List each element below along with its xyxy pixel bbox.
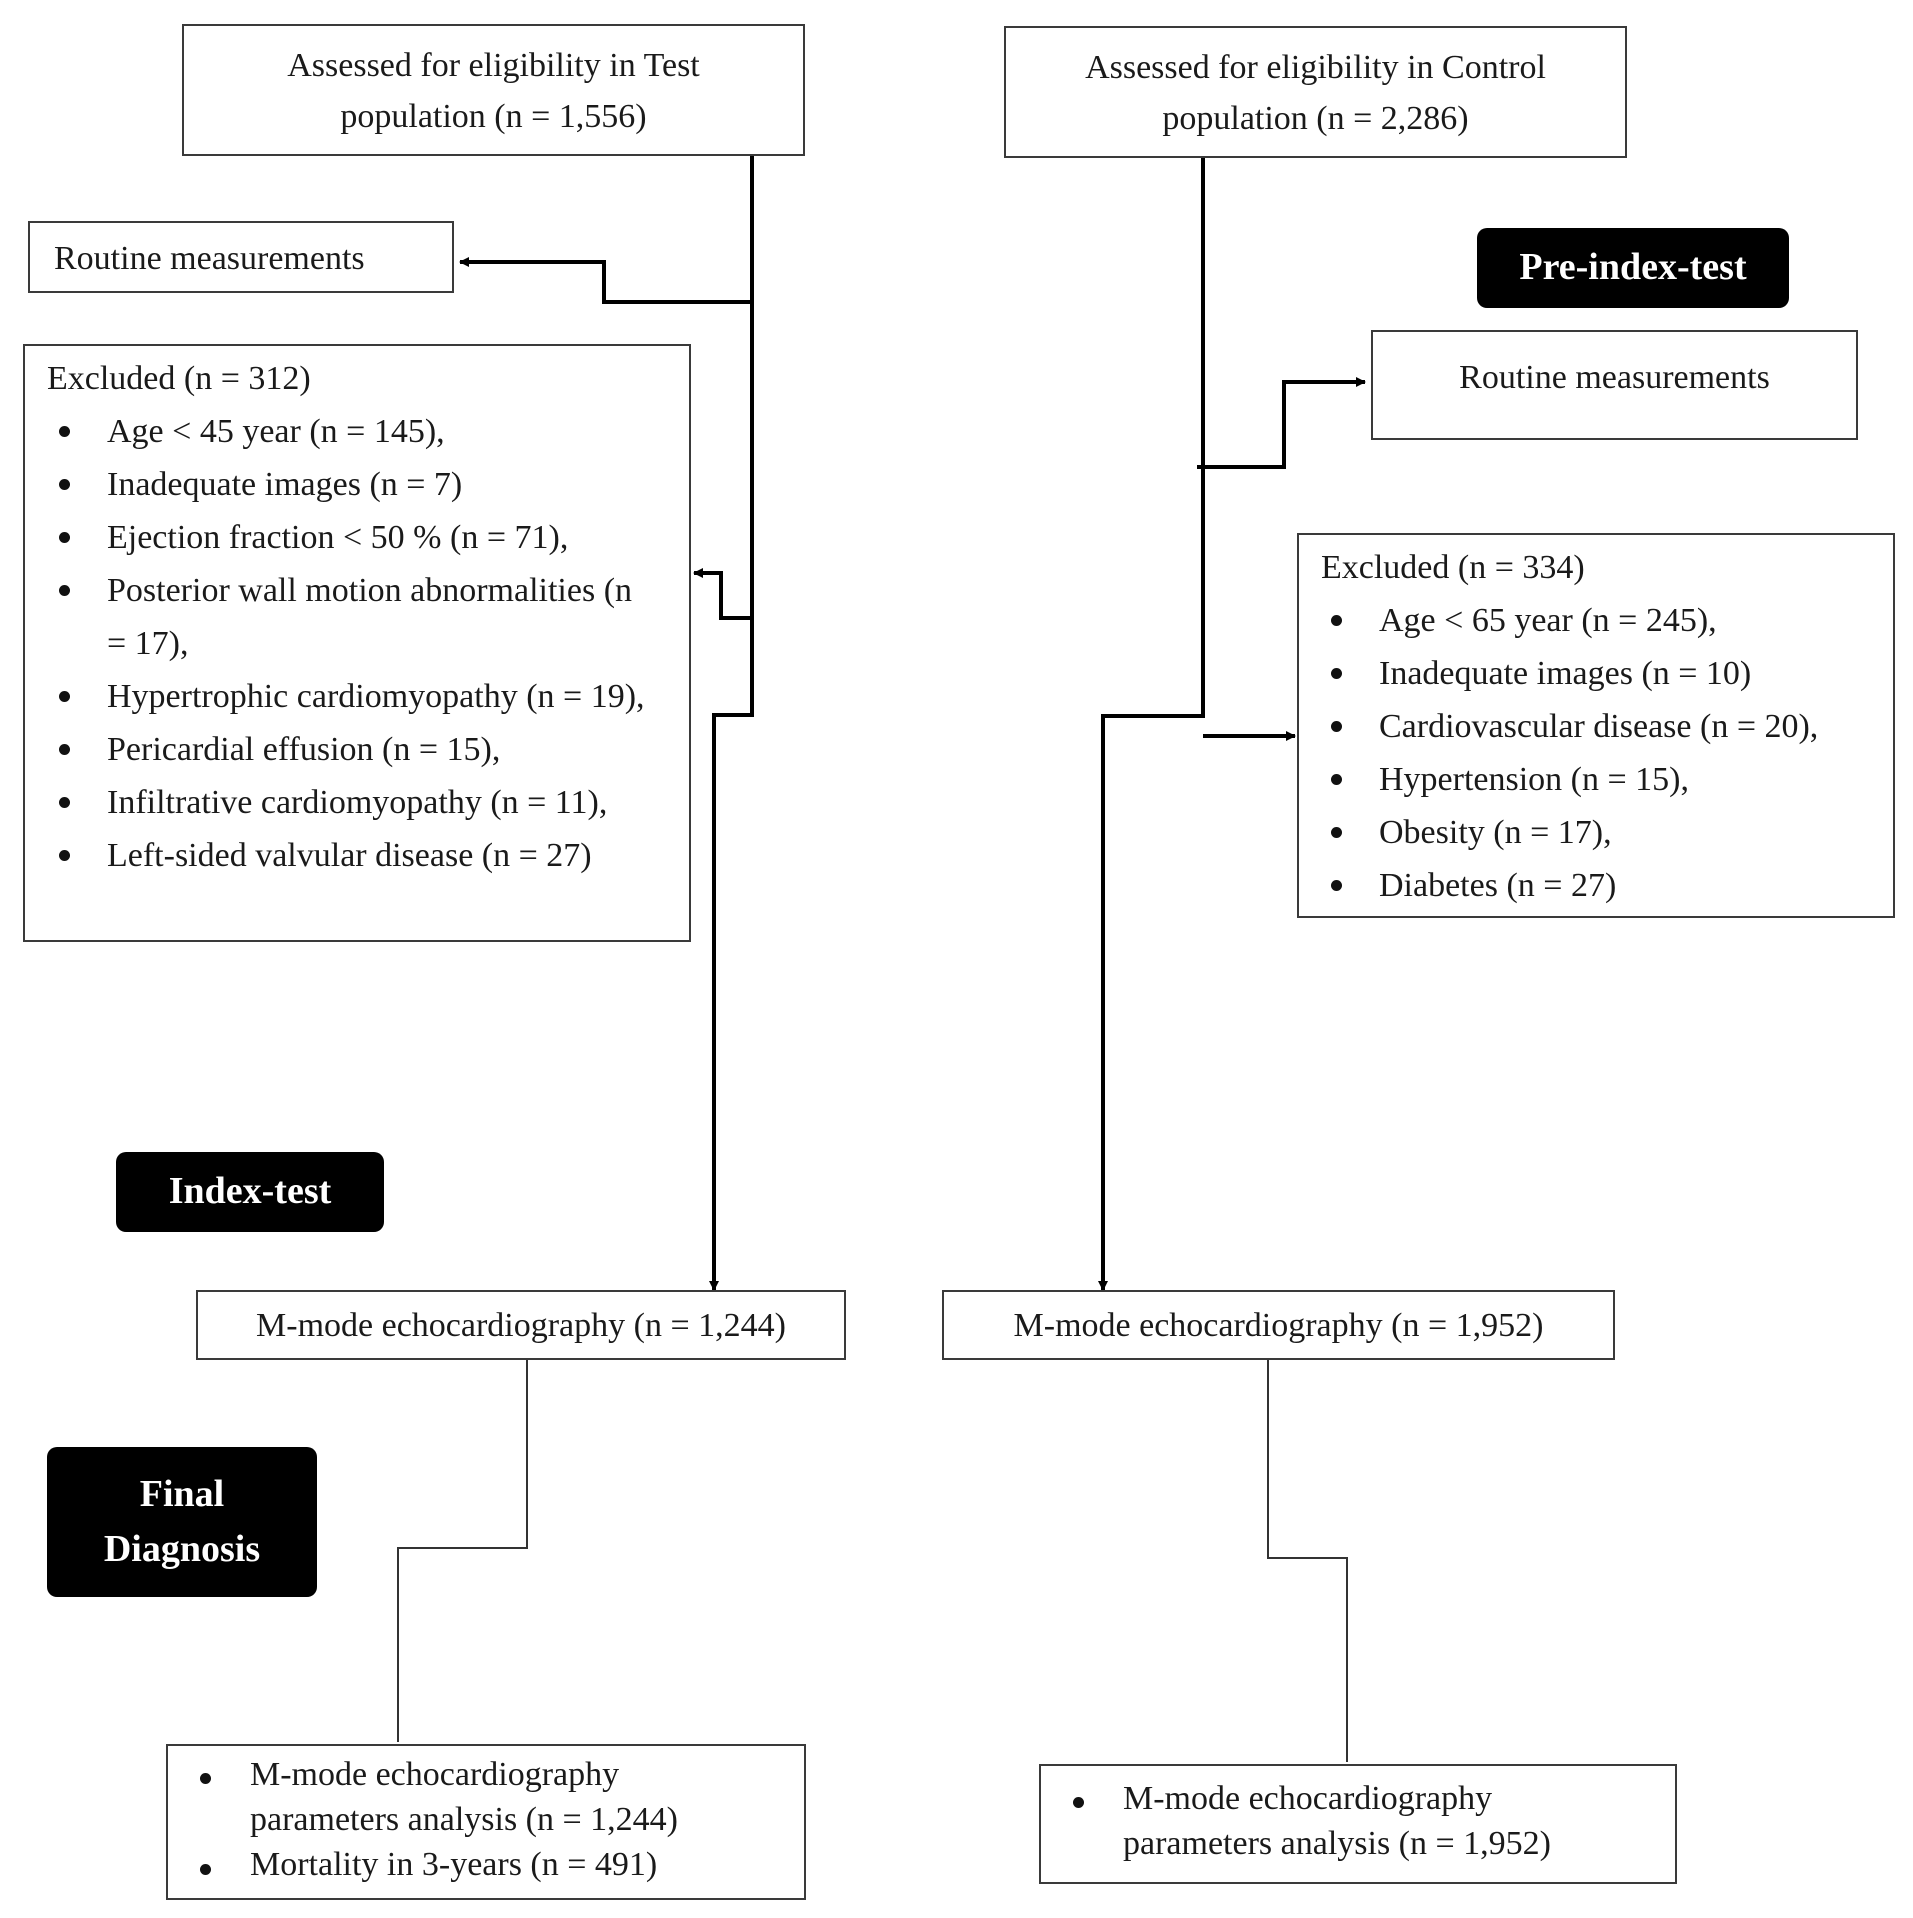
control-assessed-box: Assessed for eligibility in Control popu…	[1004, 26, 1627, 158]
test-mmode-text: M-mode echocardiography (n = 1,244)	[256, 1307, 786, 1344]
test-routine-box: Routine measurements	[28, 221, 454, 293]
list-item: Inadequate images (n = 7)	[49, 458, 679, 511]
index-test-label: Index-test	[168, 1170, 332, 1213]
control-routine-box: Routine measurements	[1371, 330, 1858, 440]
test-main-line	[709, 155, 754, 1291]
final-diagnosis-tag: Final Diagnosis	[47, 1447, 317, 1597]
list-item: Inadequate images (n = 10)	[1321, 647, 1885, 700]
test-final-box: M-mode echocardiography parameters analy…	[166, 1744, 806, 1900]
test-excluded-box: Excluded (n = 312) Age < 45 year (n = 14…	[23, 344, 691, 942]
list-item: Obesity (n = 17),	[1321, 806, 1885, 859]
control-main-line	[1098, 158, 1205, 1291]
test-excluded-title: Excluded (n = 312)	[47, 360, 311, 397]
control-routine-text: Routine measurements	[1459, 359, 1770, 396]
list-item: Left-sided valvular disease (n = 27)	[49, 829, 679, 882]
control-excluded-box: Excluded (n = 334) Age < 65 year (n = 24…	[1297, 533, 1895, 918]
test-final-list: M-mode echocardiography parameters analy…	[190, 1752, 764, 1888]
control-routine-arrow	[1197, 377, 1366, 469]
list-item: Infiltrative cardiomyopathy (n = 11),	[49, 776, 679, 829]
control-excluded-list: Age < 65 year (n = 245), Inadequate imag…	[1321, 594, 1885, 912]
test-excluded-list: Age < 45 year (n = 145), Inadequate imag…	[47, 405, 679, 882]
list-item: Hypertrophic cardiomyopathy (n = 19),	[49, 670, 679, 723]
list-item: Mortality in 3-years (n = 491)	[190, 1842, 764, 1887]
test-assessed-text: Assessed for eligibility in Test populat…	[287, 47, 700, 135]
list-item: M-mode echocardiography parameters analy…	[190, 1752, 764, 1842]
pre-index-test-tag: Pre-index-test	[1477, 228, 1789, 308]
test-excluded-arrow	[693, 568, 752, 620]
list-item: Hypertension (n = 15),	[1321, 753, 1885, 806]
test-mmode-box: M-mode echocardiography (n = 1,244)	[196, 1290, 846, 1360]
index-test-tag: Index-test	[116, 1152, 384, 1232]
list-item: Diabetes (n = 27)	[1321, 859, 1885, 912]
list-item: Pericardial effusion (n = 15),	[49, 723, 679, 776]
final-diagnosis-label: Final Diagnosis	[103, 1472, 261, 1570]
test-assessed-box: Assessed for eligibility in Test populat…	[182, 24, 805, 156]
pre-index-test-label: Pre-index-test	[1519, 246, 1747, 289]
test-final-line	[397, 1358, 528, 1742]
control-mmode-text: M-mode echocardiography (n = 1,952)	[1013, 1307, 1544, 1344]
list-item: Age < 65 year (n = 245),	[1321, 594, 1885, 647]
list-item: Cardiovascular disease (n = 20),	[1321, 700, 1885, 753]
test-routine-arrow	[459, 257, 752, 304]
list-item: Posterior wall motion abnormalities (n =…	[49, 564, 679, 670]
control-excluded-title: Excluded (n = 334)	[1321, 549, 1585, 586]
control-assessed-text: Assessed for eligibility in Control popu…	[1085, 49, 1546, 137]
test-routine-text: Routine measurements	[54, 240, 365, 277]
list-item: Age < 45 year (n = 145),	[49, 405, 679, 458]
control-final-box: M-mode echocardiography parameters analy…	[1039, 1764, 1677, 1884]
control-mmode-box: M-mode echocardiography (n = 1,952)	[942, 1290, 1615, 1360]
control-final-list: M-mode echocardiography parameters analy…	[1063, 1776, 1635, 1866]
list-item: Ejection fraction < 50 % (n = 71),	[49, 511, 679, 564]
control-final-line	[1267, 1358, 1348, 1762]
list-item: M-mode echocardiography parameters analy…	[1063, 1776, 1635, 1866]
